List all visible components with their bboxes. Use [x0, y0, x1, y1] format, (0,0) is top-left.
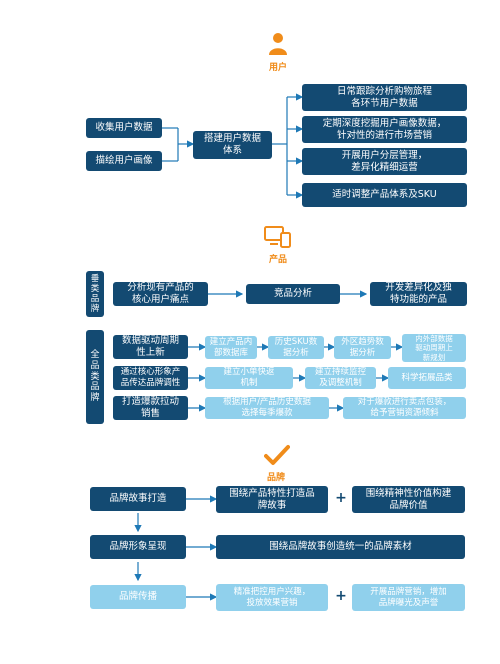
build-user-data-system-box: 搭建用户数据 体系 — [193, 131, 272, 159]
brand-story-plus: + — [335, 490, 347, 506]
user-output-3: 开展用户分层管理， 差异化精细运营 — [302, 148, 467, 175]
vertical-step-3: 开发差异化及独 特功能的产品 — [370, 282, 467, 306]
brand-image-box: 品牌形象呈现 — [90, 535, 186, 559]
brand-spread-item-2: 开展品牌营销，增加 品牌曝光及声誉 — [352, 584, 465, 611]
brand-image-item: 围绕品牌故事创造统一的品牌素材 — [216, 535, 465, 559]
describe-user-portrait-box: 描绘用户画像 — [86, 151, 162, 171]
full-row-3-step-2: 对于爆款进行卖点包装， 给予营销资源倾斜 — [343, 397, 466, 419]
full-row-2-step-2: 建立持续监控 及调整机制 — [305, 367, 376, 389]
brand-section-title: 品牌 — [266, 473, 285, 483]
full-row-1-step-4: 内外部数据 驱动周期上 新规划 — [402, 334, 466, 362]
brand-spread-box: 品牌传播 — [90, 585, 186, 609]
full-row-2-step-1: 建立小单快返 机制 — [205, 367, 293, 389]
full-row-1-step-3: 外区趋势数 据分析 — [334, 336, 391, 359]
full-row-3-head: 打造爆款拉动 销售 — [113, 396, 188, 420]
user-icon — [268, 32, 288, 56]
brand-story-box: 品牌故事打造 — [90, 487, 186, 511]
user-output-1: 日常跟踪分析购物旅程 各环节用户数据 — [302, 84, 467, 111]
vertical-step-2: 竞品分析 — [246, 284, 340, 304]
brand-spread-plus: + — [335, 588, 347, 604]
user-output-4: 适时调整产品体系及SKU — [302, 183, 467, 207]
full-row-2-step-3: 科学拓展品类 — [388, 367, 466, 389]
brand-story-item-2: 围绕精神性价值构建 品牌价值 — [352, 486, 465, 513]
collect-user-data-box: 收集用户数据 — [86, 118, 162, 138]
user-section-title: 用户 — [268, 63, 287, 73]
devices-icon — [264, 226, 292, 248]
vertical-brand-label: 垂 类 品 牌 — [86, 271, 104, 317]
full-row-1-step-1: 建立产品内 部数据库 — [205, 336, 257, 359]
full-row-3-step-1: 根据用户/产品历史数据 选择每季爆款 — [205, 397, 329, 419]
user-output-2: 定期深度挖掘用户画像数据， 针对性的进行市场营销 — [302, 116, 467, 143]
checkmark-icon — [264, 444, 290, 466]
full-row-2-head: 通过核心形象产 品传达品牌调性 — [113, 366, 188, 390]
product-section-title: 产品 — [268, 255, 287, 265]
vertical-step-1: 分析现有产品的 核心用户痛点 — [113, 282, 208, 306]
full-category-brand-label: 全 品 类 品 牌 — [86, 330, 104, 424]
full-row-1-step-2: 历史SKU数 据分析 — [268, 336, 324, 359]
brand-spread-item-1: 精准把控用户兴趣， 投放效果营销 — [216, 584, 328, 611]
brand-story-item-1: 围绕产品特性打造品 牌故事 — [216, 486, 328, 513]
full-row-1-head: 数据驱动周期 性上新 — [113, 335, 188, 359]
